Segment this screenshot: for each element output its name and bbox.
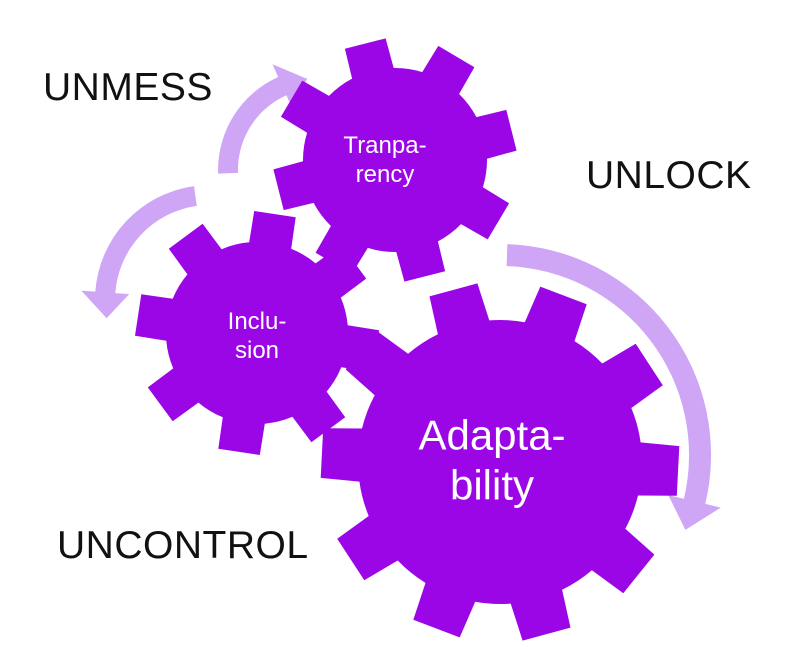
- gear-icon: [135, 211, 379, 455]
- gears-group: [135, 38, 680, 641]
- gear-label-line: bility: [449, 462, 535, 509]
- gear-label-line: Adapta-: [418, 411, 566, 459]
- gear-label-transparency: Tranpa- rency: [343, 132, 426, 190]
- gear-icon: [320, 283, 680, 641]
- label-unmess: UNMESS: [43, 66, 213, 109]
- gear-icon: [273, 38, 517, 282]
- curved-arrow-icon: [81, 186, 197, 319]
- label-unlock: UNLOCK: [586, 154, 752, 197]
- curved-arrow-icon: [506, 244, 721, 530]
- gear-label-inclusion: Inclu- sion: [228, 308, 287, 366]
- gear-label-line: rency: [355, 161, 415, 188]
- gear-label-line: Tranpa-: [343, 132, 427, 160]
- label-uncontrol: UNCONTROL: [57, 524, 309, 567]
- arrows-group: [81, 64, 721, 530]
- gear-label-adaptability: Adapta- bility: [418, 411, 565, 512]
- gear-label-line: sion: [234, 337, 280, 364]
- curved-arrow-icon: [218, 64, 308, 174]
- gear-label-line: Inclu-: [227, 308, 287, 336]
